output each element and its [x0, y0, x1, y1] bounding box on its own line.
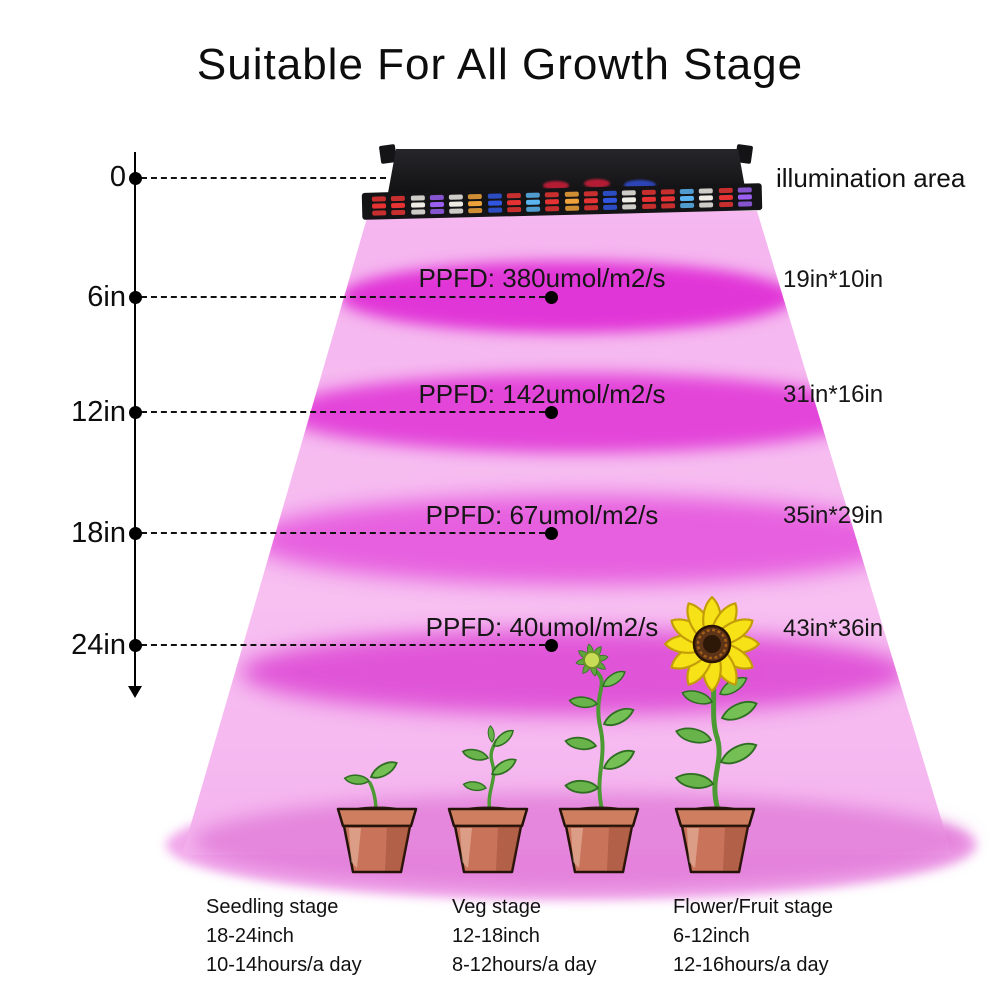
plant-seedling [336, 761, 418, 874]
plant-pot-4 [674, 806, 756, 874]
stage-column-seedling: Seedling stage 18-24inch 10-14hours/a da… [206, 893, 362, 980]
stage-height: 12-18inch [452, 925, 540, 947]
led-column-red [718, 187, 733, 208]
axis-label-12in: 12in [71, 396, 126, 428]
dash-line-6in [141, 296, 545, 298]
flower-bud [575, 643, 609, 677]
axis-dot-24in [129, 639, 142, 652]
led-column-red [583, 191, 598, 211]
axis-dot-12in [129, 406, 142, 419]
led-column-red [391, 195, 406, 216]
led-column-red [371, 196, 387, 216]
ppfd-value-6in: PPFD: 380umol/m2/s [418, 263, 666, 293]
axis-dot-0 [129, 172, 142, 185]
dash-line-0 [141, 177, 386, 179]
stage-hours: 10-14hours/a day [206, 954, 362, 976]
axis-dot-18in [129, 527, 142, 540]
ppfd-value-12in: PPFD: 142umol/m2/s [418, 379, 666, 409]
led-column-red [660, 189, 675, 209]
plant-veg-small [447, 725, 529, 874]
axis-label-0: 0 [109, 161, 126, 193]
stage-height: 18-24inch [206, 925, 294, 947]
plant-pot-2 [447, 806, 529, 874]
lamp-reflection-red-2 [584, 179, 610, 188]
pointer-dot-12in [545, 406, 558, 419]
led-column-red [641, 189, 656, 210]
lamp-reflection-blue [624, 180, 656, 190]
pointer-dot-18in [545, 527, 558, 540]
coverage-18in: 35in*29in [783, 502, 884, 529]
led-column-cyan [525, 192, 541, 212]
stage-column-veg: Veg stage 12-18inch 8-12hours/a day [452, 893, 597, 980]
seedling-sprout [343, 761, 398, 814]
stage-name: Seedling stage [206, 896, 339, 918]
stage-hours: 12-16hours/a day [673, 954, 829, 976]
plant-sunflower [663, 595, 761, 874]
dash-line-24in [141, 644, 545, 646]
led-column-purple [737, 187, 752, 207]
axis-label-18in: 18in [71, 517, 126, 549]
led-column-white [698, 188, 714, 208]
axis-arrow-icon [128, 686, 142, 698]
veg-budding-foliage [564, 643, 636, 812]
axis-label-24in: 24in [71, 629, 126, 661]
stage-name: Flower/Fruit stage [673, 896, 834, 918]
pointer-dot-24in [545, 639, 558, 652]
led-column-red [506, 193, 521, 213]
led-column-amber [468, 193, 483, 214]
axis-line [134, 152, 136, 688]
dash-line-12in [141, 411, 545, 413]
sunflower-foliage [663, 595, 761, 813]
ppfd-value-24in: PPFD: 40umol/m2/s [425, 612, 659, 642]
light-band-18in [250, 495, 915, 585]
stage-column-flower: Flower/Fruit stage 6-12inch 12-16hours/a… [673, 893, 833, 980]
ppfd-value-18in: PPFD: 67umol/m2/s [425, 500, 659, 530]
led-column-blue [487, 193, 502, 213]
dash-line-18in [141, 532, 545, 534]
led-column-amber [564, 191, 579, 211]
axis-dot-6in [129, 291, 142, 304]
plant-pot-1 [336, 806, 418, 874]
stage-name: Veg stage [452, 896, 541, 918]
led-column-white [621, 190, 637, 210]
led-column-white [448, 194, 464, 214]
led-column-blue [602, 190, 618, 210]
light-band-12in [282, 373, 872, 453]
illumination-area-label: illumination area [776, 163, 966, 193]
sunflower-head [663, 595, 761, 693]
stage-height: 6-12inch [673, 925, 750, 947]
lamp-reflection-red [543, 181, 569, 190]
coverage-6in: 19in*10in [783, 266, 884, 293]
axis-label-6in: 6in [87, 281, 126, 313]
plant-pot-3 [558, 806, 640, 874]
stage-hours: 8-12hours/a day [452, 954, 597, 976]
plant-veg-budding [558, 643, 640, 874]
veg-small-foliage [461, 725, 517, 814]
coverage-12in: 31in*16in [783, 381, 884, 408]
coverage-24in: 43in*36in [783, 615, 884, 642]
pointer-dot-6in [545, 291, 558, 304]
led-column-purple [429, 194, 445, 215]
led-column-red [545, 192, 560, 212]
page-title: Suitable For All Growth Stage [196, 40, 804, 89]
led-column-white [410, 195, 425, 215]
led-column-cyan [679, 188, 695, 209]
